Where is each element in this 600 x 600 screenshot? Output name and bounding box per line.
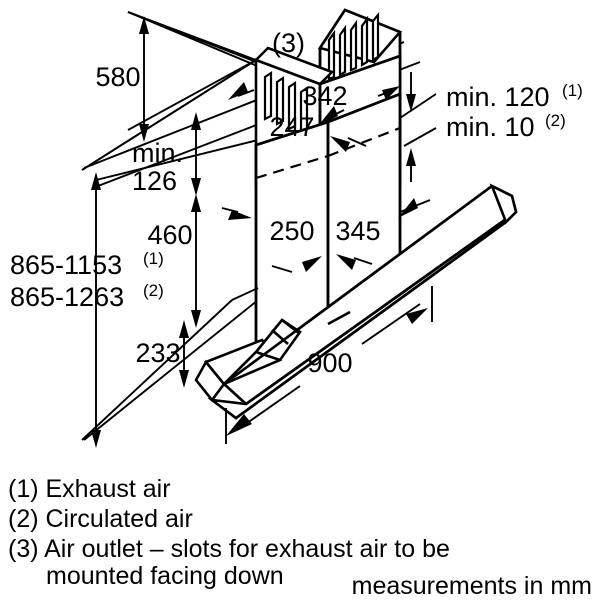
label-min: min. bbox=[132, 138, 183, 168]
dimension-min-126 bbox=[191, 112, 201, 196]
label-865-1153-sup: (1) bbox=[143, 249, 164, 268]
label-865-1153: 865-1153 bbox=[10, 250, 122, 280]
dimension-total-height bbox=[91, 172, 101, 448]
legend-item-3: (3) Air outlet – slots for exhaust air t… bbox=[8, 535, 450, 563]
hood-canopy bbox=[194, 183, 518, 420]
label-580: 580 bbox=[95, 62, 140, 92]
label-total-2-group: 865-1263 (2) bbox=[10, 281, 164, 312]
air-outlet-slots-front bbox=[263, 70, 309, 136]
dimension-580 bbox=[139, 16, 149, 142]
label-865-1263: 865-1263 bbox=[10, 282, 124, 312]
label-min-10: min. 10 bbox=[446, 112, 535, 142]
legend-item-2: (2) Circulated air bbox=[8, 505, 193, 533]
label-865-1263-sup: (2) bbox=[143, 281, 164, 300]
hidden-lines bbox=[255, 126, 401, 180]
label-900: 900 bbox=[307, 348, 352, 378]
label-total-1-group: 865-1153 (1) bbox=[10, 249, 164, 280]
label-min-120-sup: (1) bbox=[562, 81, 583, 100]
label-min-10-group: min. 10 (2) bbox=[446, 111, 566, 142]
label-342: 342 bbox=[302, 81, 347, 111]
reference-line-worktop bbox=[83, 299, 259, 441]
label-250: 250 bbox=[269, 216, 314, 246]
dimension-233 bbox=[179, 320, 189, 388]
dimension-342 bbox=[318, 86, 400, 126]
label-min-10-sup: (2) bbox=[545, 111, 566, 130]
label-126: 126 bbox=[132, 166, 177, 196]
label-233: 233 bbox=[135, 338, 180, 368]
label-247: 247 bbox=[269, 112, 314, 142]
air-outlet-slots-rear bbox=[327, 11, 380, 81]
legend-item-1: (1) Exhaust air bbox=[8, 475, 171, 503]
label-min-120-group: min. 120 (1) bbox=[446, 81, 583, 112]
dimension-min-10 bbox=[403, 127, 437, 182]
dimension-460 bbox=[191, 194, 201, 328]
dimension-345 bbox=[336, 198, 431, 270]
units-note: measurements in mm bbox=[352, 572, 592, 600]
legend-item-3-cont: mounted facing down bbox=[46, 562, 284, 590]
dimension-247 bbox=[228, 82, 367, 152]
label-min-120: min. 120 bbox=[446, 82, 550, 112]
canopy-chimney-junction bbox=[223, 287, 351, 385]
label-460: 460 bbox=[147, 220, 192, 250]
dimension-900 bbox=[225, 286, 433, 444]
dimension-min-120 bbox=[399, 72, 437, 119]
label-345: 345 bbox=[335, 216, 380, 246]
dimension-250 bbox=[221, 207, 322, 273]
callout-3-air-outlet: (3) bbox=[272, 28, 305, 58]
